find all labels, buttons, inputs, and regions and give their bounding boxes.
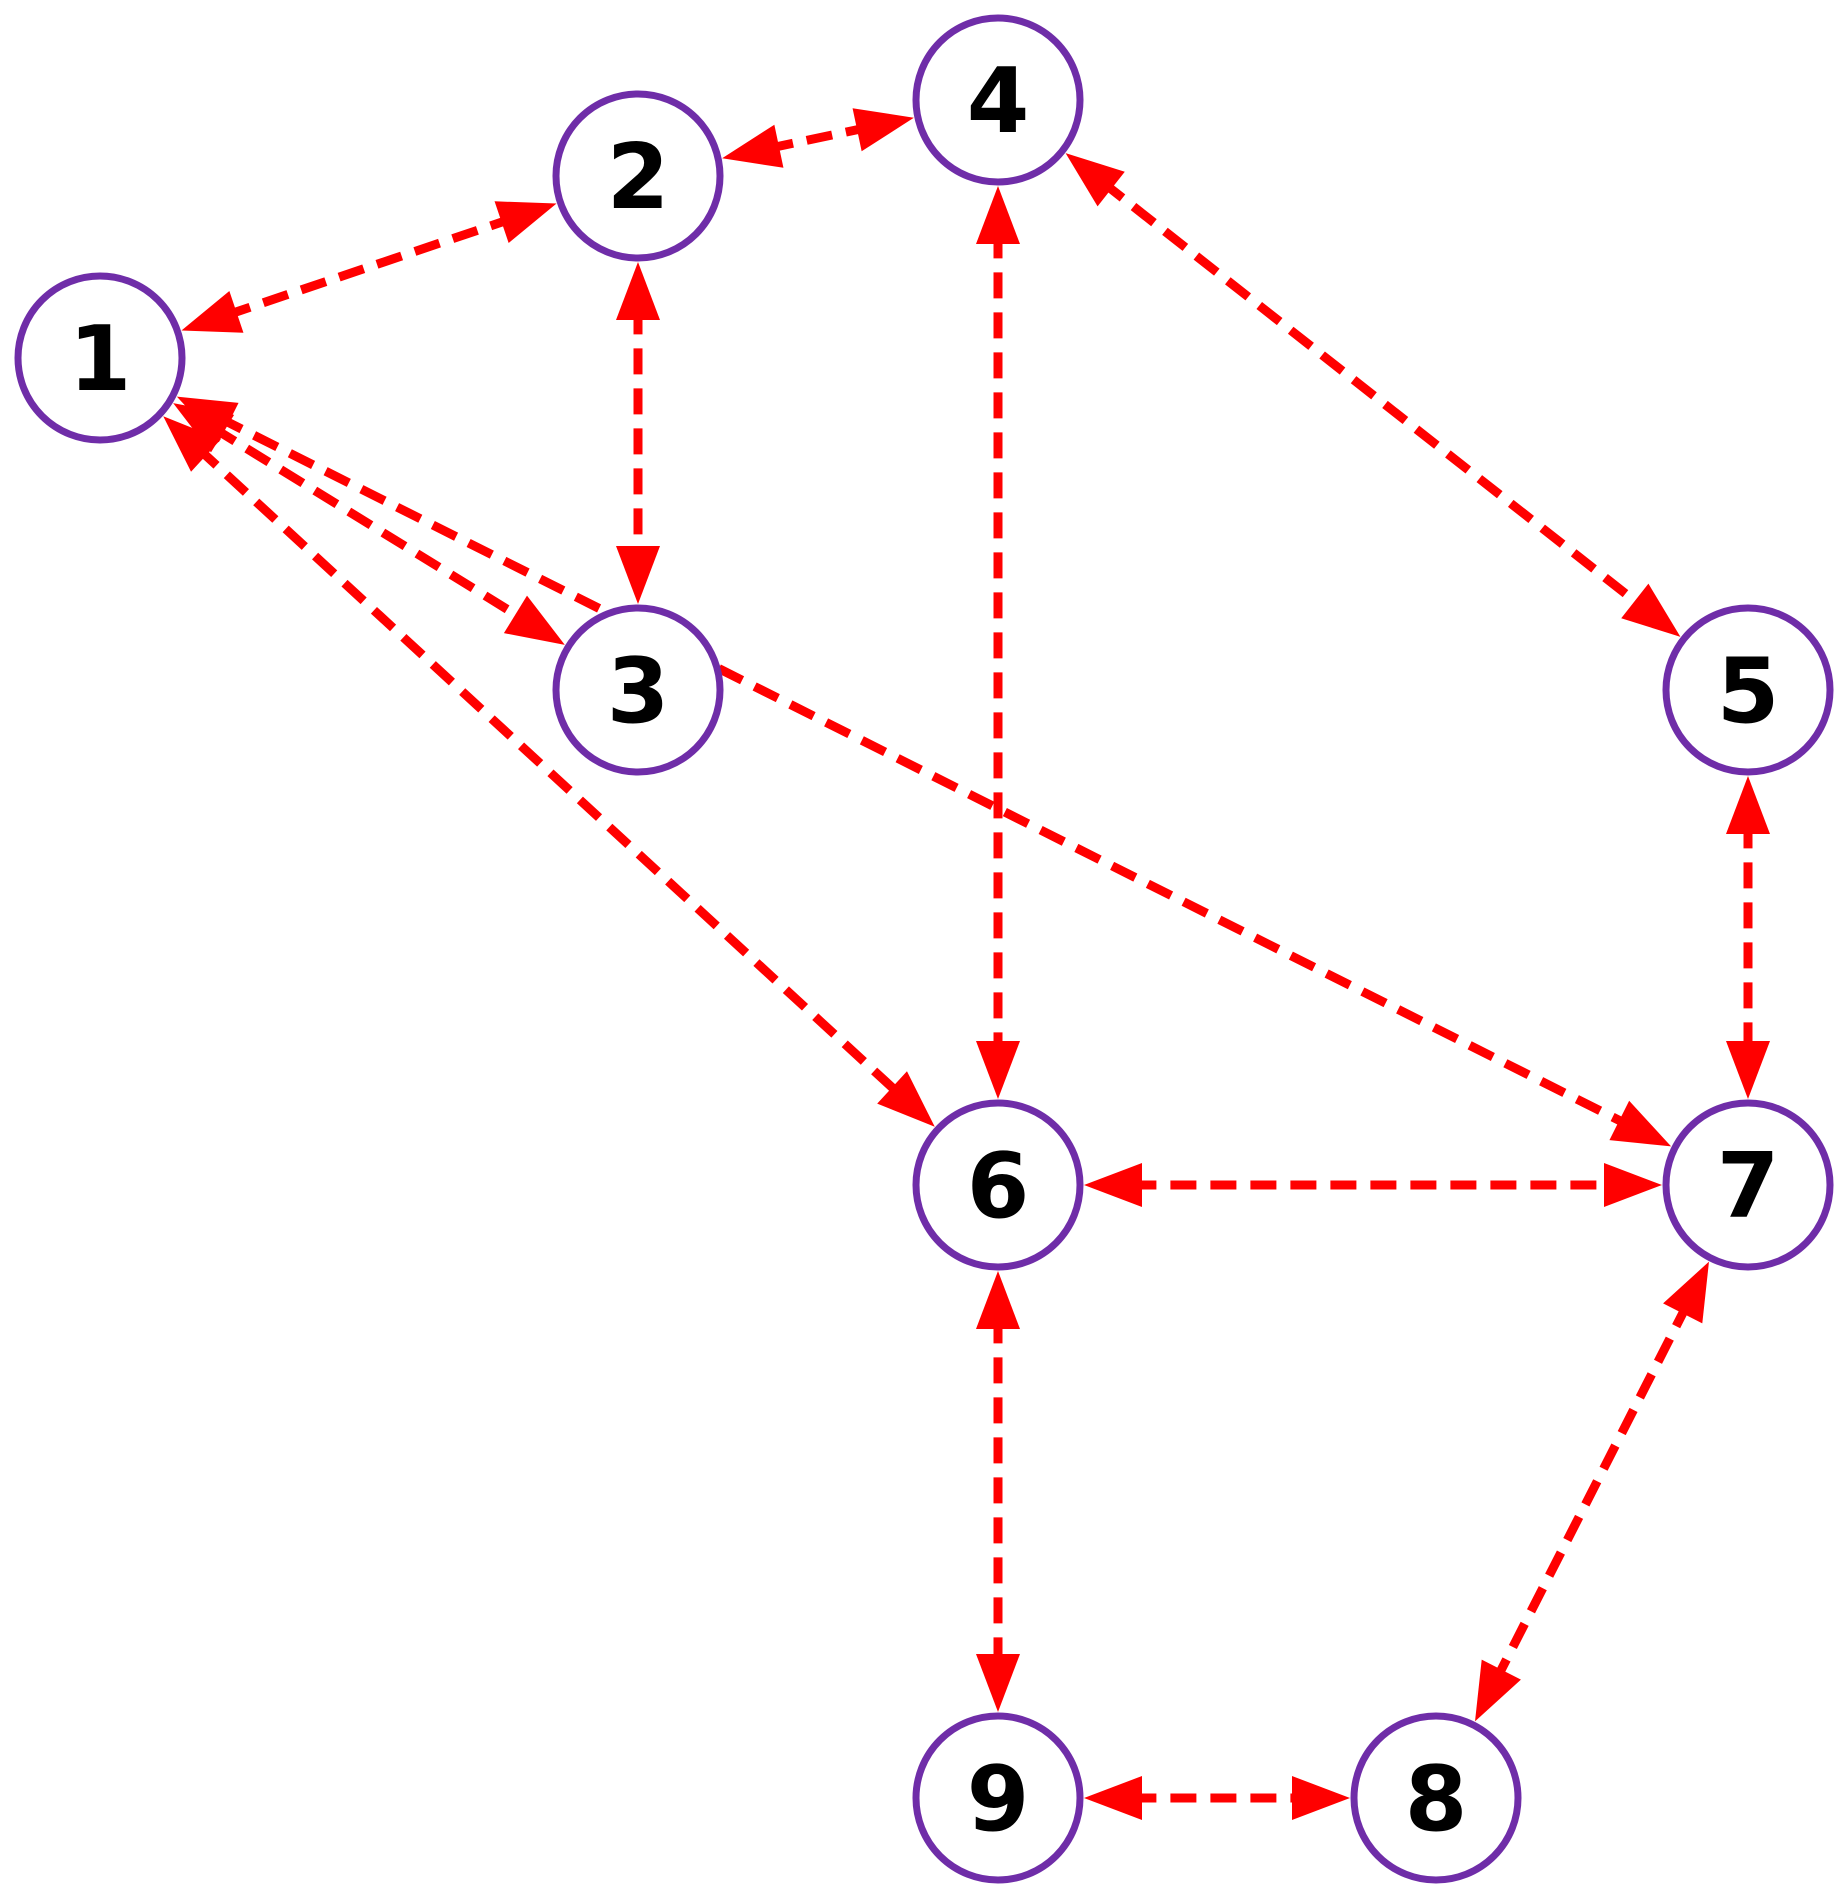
edge-5-7 <box>1726 776 1770 1099</box>
node-9-circle <box>912 1712 1084 1884</box>
node-1-label: 1 <box>69 307 132 412</box>
node-4-circle <box>912 14 1084 186</box>
node-1: 1 <box>14 272 186 444</box>
edge-line-4-5 <box>1099 178 1647 612</box>
arrowhead-4-end <box>976 186 1020 244</box>
arrowhead-4-end <box>1065 153 1125 207</box>
node-3-label: 3 <box>607 639 670 744</box>
node-9-label: 9 <box>967 1747 1030 1852</box>
edges-layer <box>163 108 1770 1820</box>
node-8: 8 <box>1350 1712 1522 1884</box>
edge-4-6 <box>976 186 1020 1099</box>
node-6: 6 <box>912 1099 1084 1271</box>
node-6-circle <box>912 1099 1084 1271</box>
node-2-label: 2 <box>607 125 670 230</box>
edge-line-1-6 <box>194 444 904 1099</box>
arrowhead-7-end <box>1663 1261 1709 1324</box>
arrowhead-1-end <box>163 416 221 472</box>
node-2: 2 <box>552 90 724 262</box>
node-6-label: 6 <box>967 1134 1030 1239</box>
edge-6-7 <box>1084 1163 1662 1207</box>
nodes-layer: 1 2 3 4 5 6 7 8 9 <box>14 14 1834 1884</box>
node-8-label: 8 <box>1405 1747 1468 1852</box>
arrowhead-1-end <box>176 396 239 443</box>
arrowhead-2-end <box>722 124 784 168</box>
node-7-label: 7 <box>1717 1134 1780 1239</box>
edge-1-3 <box>173 403 565 645</box>
arrowhead-5-end <box>1621 583 1681 637</box>
node-3-circle <box>552 604 724 776</box>
arrowhead-6-end <box>1084 1163 1142 1207</box>
edge-4-5 <box>1065 153 1681 637</box>
edge-line-1-3 <box>210 423 528 625</box>
edge-9-8 <box>1084 1776 1350 1820</box>
arrowhead-7-end <box>1609 1100 1672 1147</box>
node-8-circle <box>1350 1712 1522 1884</box>
edge-line-7-8 <box>1492 1300 1692 1683</box>
arrowhead-2-end <box>616 262 660 320</box>
arrowhead-1-end <box>181 291 244 333</box>
arrowhead-8-end <box>1292 1776 1350 1820</box>
arrowhead-6-end <box>877 1071 935 1127</box>
arrowhead-3-end <box>616 546 660 604</box>
edge-line-1-2 <box>223 214 515 320</box>
arrowhead-2-end <box>494 201 557 243</box>
arrowhead-6-end <box>976 1041 1020 1099</box>
arrowhead-7-end <box>1604 1163 1662 1207</box>
node-3: 3 <box>552 604 724 776</box>
arrowhead-4-end <box>852 108 914 152</box>
arrowhead-6-end <box>976 1271 1020 1329</box>
node-2-circle <box>552 90 724 262</box>
arrowhead-9-end <box>976 1654 1020 1712</box>
node-5-circle <box>1662 604 1834 776</box>
node-9: 9 <box>912 1712 1084 1884</box>
node-1-circle <box>14 272 186 444</box>
edge-line-2-4 <box>766 122 870 154</box>
arrowhead-9-end <box>1084 1776 1142 1820</box>
node-4: 4 <box>912 14 1084 186</box>
node-5: 5 <box>1662 604 1834 776</box>
edge-1-7 <box>176 396 1672 1147</box>
arrowhead-7-end <box>1726 1041 1770 1099</box>
arrowhead-5-end <box>1726 776 1770 834</box>
arrowhead-8-end <box>1475 1659 1521 1722</box>
node-7-circle <box>1662 1099 1834 1271</box>
edge-6-9 <box>976 1271 1020 1712</box>
arrowhead-3-end <box>503 595 565 645</box>
edge-2-4 <box>722 108 914 168</box>
node-4-label: 4 <box>967 49 1030 154</box>
edge-2-3 <box>616 262 660 604</box>
node-5-label: 5 <box>1717 639 1780 744</box>
node-7: 7 <box>1662 1099 1834 1271</box>
edge-7-8 <box>1475 1261 1709 1722</box>
edge-1-2 <box>181 201 557 333</box>
edge-1-6 <box>163 416 935 1127</box>
edge-line-1-7 <box>216 413 1632 1130</box>
